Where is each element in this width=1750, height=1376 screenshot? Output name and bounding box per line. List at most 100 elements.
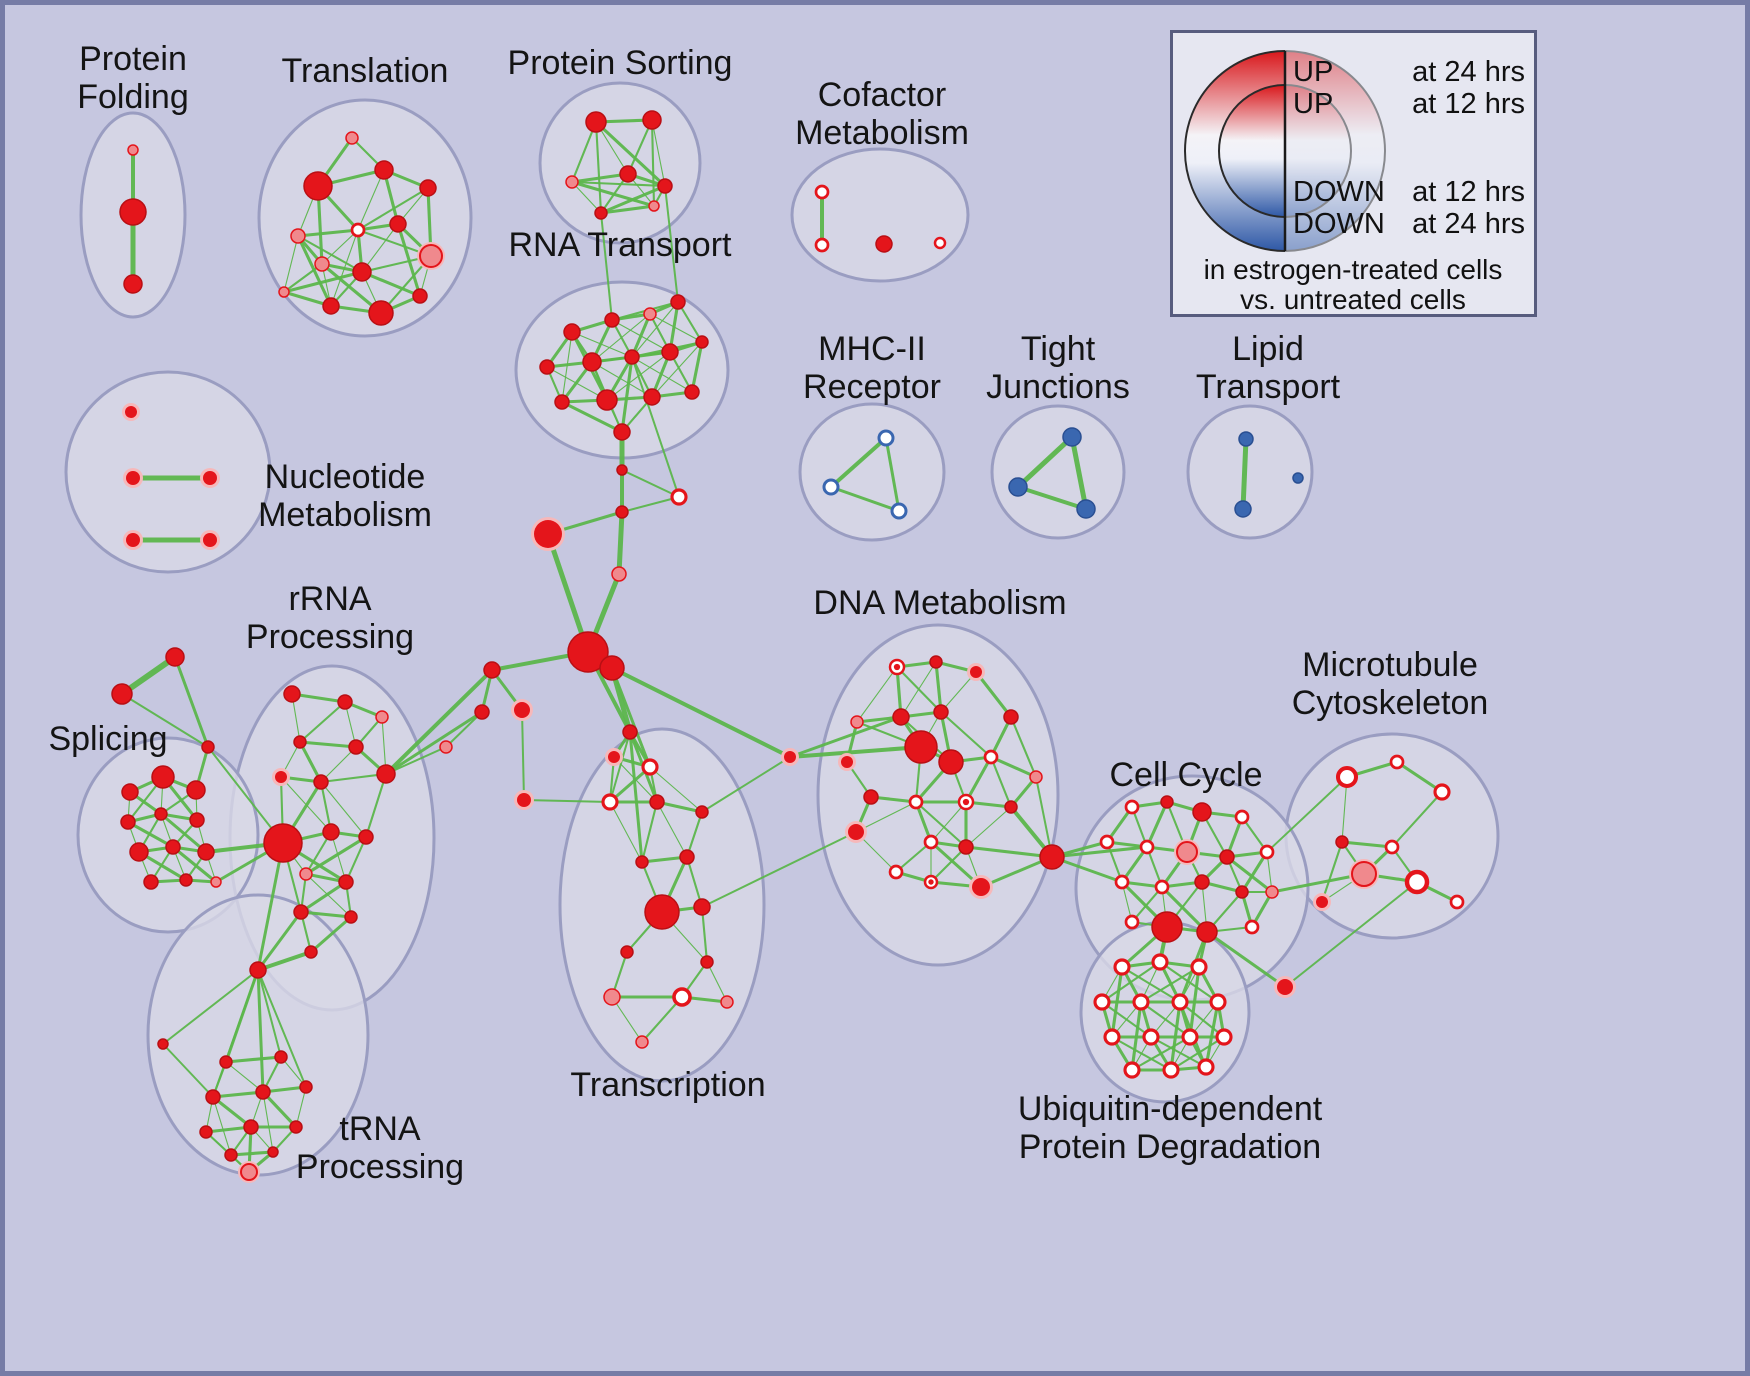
interaction-edge xyxy=(162,1043,214,1098)
gene-node xyxy=(1292,472,1304,484)
gene-node xyxy=(1151,953,1169,971)
gene-node xyxy=(514,702,530,718)
interaction-edge xyxy=(1340,840,1394,849)
gene-node xyxy=(283,685,301,703)
interaction-edge xyxy=(591,313,651,363)
interaction-edge xyxy=(523,799,611,803)
gene-node xyxy=(1197,1058,1215,1076)
gene-node xyxy=(345,131,359,145)
interaction-edge xyxy=(685,810,704,859)
legend: UP at 24 hrs UP at 12 hrs DOWN at 12 hrs… xyxy=(1170,30,1537,317)
interaction-edge xyxy=(521,709,525,801)
interaction-edge xyxy=(1139,965,1201,1004)
gene-node xyxy=(419,179,437,197)
gene-node xyxy=(657,178,673,194)
gene-node xyxy=(1154,879,1170,895)
gene-node xyxy=(644,894,680,930)
interaction-edge xyxy=(119,654,178,697)
interaction-edge xyxy=(964,755,993,804)
interaction-edge xyxy=(570,180,667,188)
interaction-edge xyxy=(701,831,857,908)
interaction-edge xyxy=(356,186,430,232)
legend-up12-word: UP xyxy=(1293,88,1333,120)
gene-node xyxy=(649,794,665,810)
interaction-edge xyxy=(788,715,903,759)
legend-down24-time: at 24 hrs xyxy=(1412,208,1525,240)
interaction-edge xyxy=(1320,840,1344,904)
gene-node xyxy=(1029,770,1043,784)
gene-node xyxy=(554,394,570,410)
gene-node xyxy=(314,256,330,272)
gene-node xyxy=(814,237,830,253)
interaction-edge xyxy=(1395,760,1444,794)
gene-node xyxy=(350,222,366,238)
interaction-edge xyxy=(788,745,923,759)
gene-node xyxy=(439,740,453,754)
interaction-edge xyxy=(212,1096,232,1156)
gene-node xyxy=(877,429,895,447)
interaction-edge xyxy=(256,968,265,1094)
gene-node xyxy=(1176,841,1198,863)
interaction-edge xyxy=(600,212,613,321)
interaction-edge xyxy=(296,234,333,308)
gene-node xyxy=(517,793,531,807)
interaction-edge xyxy=(364,772,388,839)
gene-node xyxy=(151,765,175,789)
gene-node xyxy=(154,807,168,821)
cluster-ellipse-tight-junctions xyxy=(990,404,1126,540)
gene-node xyxy=(240,1163,258,1181)
gene-node xyxy=(670,294,686,310)
gene-node xyxy=(1160,795,1174,809)
gene-node xyxy=(972,878,990,896)
gene-node xyxy=(622,724,638,740)
gene-node xyxy=(125,406,137,418)
interaction-edge xyxy=(610,666,792,759)
cluster-ellipse-protein-sorting xyxy=(538,81,702,245)
gene-node xyxy=(179,873,193,887)
interaction-edge xyxy=(344,835,368,884)
gene-node xyxy=(344,910,358,924)
gene-node xyxy=(565,175,579,189)
interaction-edge xyxy=(640,800,659,864)
interaction-edge xyxy=(384,710,484,776)
interaction-edge xyxy=(620,355,634,434)
gene-node xyxy=(970,666,982,678)
interaction-edge xyxy=(282,262,324,294)
interaction-edge xyxy=(570,120,598,184)
gene-node xyxy=(358,829,374,845)
interaction-edge xyxy=(299,880,348,914)
gene-node xyxy=(720,995,734,1009)
gene-node xyxy=(1335,835,1349,849)
gene-node xyxy=(289,1120,303,1134)
interaction-edge xyxy=(631,356,680,498)
interaction-edge xyxy=(257,969,282,1058)
gene-node xyxy=(1235,885,1249,899)
gene-node xyxy=(643,388,661,406)
interaction-edge xyxy=(855,801,917,833)
interaction-edge xyxy=(914,800,968,849)
interaction-edge xyxy=(298,740,358,749)
interaction-edge xyxy=(282,270,364,294)
gene-node xyxy=(958,839,974,855)
interaction-edge xyxy=(1149,1035,1208,1069)
gene-node xyxy=(599,655,625,681)
interaction-edge xyxy=(974,670,1013,719)
gene-node xyxy=(814,184,830,200)
interaction-edge xyxy=(894,840,933,874)
gene-node xyxy=(338,874,354,890)
legend-down12-word: DOWN xyxy=(1293,176,1385,208)
interaction-edge xyxy=(1015,434,1075,490)
interaction-edge xyxy=(1225,855,1274,894)
interaction-edge xyxy=(212,969,259,1098)
interaction-edge xyxy=(979,855,1054,889)
nodes-layer xyxy=(111,110,1465,1183)
gene-node xyxy=(1234,809,1250,825)
gene-node xyxy=(1181,1028,1199,1046)
gene-node xyxy=(850,715,864,729)
interaction-edge xyxy=(1100,960,1162,1004)
legend-note-line2: vs. untreated cells xyxy=(1240,284,1466,314)
gene-node xyxy=(1124,914,1140,930)
interaction-edge xyxy=(320,746,357,783)
interaction-edge xyxy=(171,845,218,884)
